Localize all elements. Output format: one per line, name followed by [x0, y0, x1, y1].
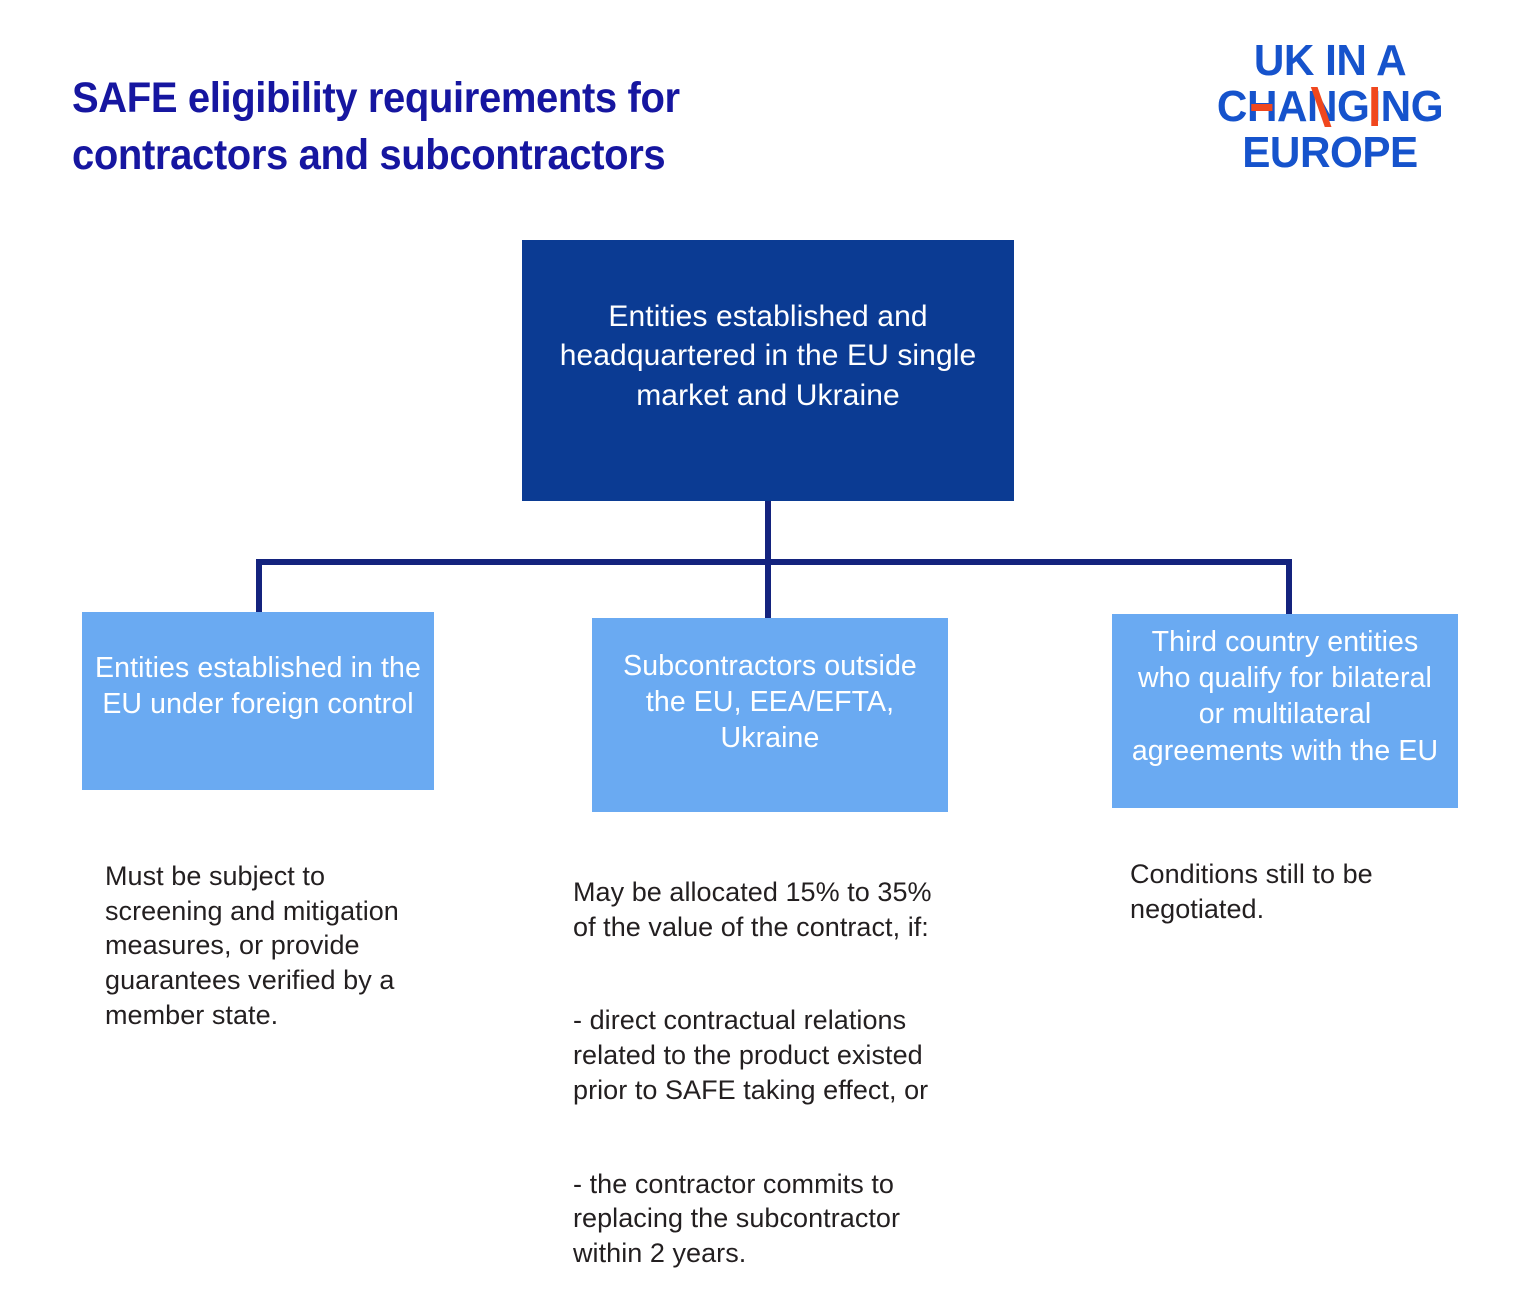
- caption-child-2: May be allocated 15% to 35% of the value…: [573, 840, 953, 1306]
- caption-paragraph: Must be subject to screening and mitigat…: [105, 860, 399, 1031]
- root-node-entities-eu-single-market-ukraine: Entities established and headquartered i…: [522, 240, 1014, 501]
- ukice-logo: UK IN A CHANGING EUROPE: [1186, 38, 1474, 175]
- logo-letter-n-accent: N: [1307, 81, 1338, 131]
- logo-letter-a: A: [1276, 81, 1308, 131]
- caption-paragraph: May be allocated 15% to 35% of the value…: [573, 876, 932, 942]
- connector-root-stem: [765, 501, 771, 563]
- caption-child-1: Must be subject to screening and mitigat…: [105, 824, 435, 1068]
- logo-line-3: EUROPE: [1242, 127, 1418, 177]
- connector-horizontal-bus: [256, 559, 1292, 565]
- logo-letters-ng: NG: [1380, 81, 1444, 131]
- child-node-subcontractors-outside-eu: Subcontractors outside the EU, EEA/EFTA,…: [592, 618, 948, 812]
- connector-drop-child-1: [256, 559, 262, 614]
- child-node-entities-foreign-control: Entities established in the EU under for…: [82, 612, 434, 790]
- child-node-third-country-entities: Third country entities who qualify for b…: [1112, 614, 1458, 808]
- logo-line-1: UK IN A: [1253, 36, 1407, 85]
- logo-line-2: CHANGING: [1186, 81, 1474, 131]
- logo-letter-i-accent: I: [1369, 81, 1381, 131]
- connector-drop-child-3: [1286, 559, 1292, 616]
- caption-child-3: Conditions still to be negotiated.: [1130, 822, 1460, 961]
- logo-letter-g: G: [1337, 81, 1370, 131]
- caption-paragraph: Conditions still to be negotiated.: [1130, 858, 1373, 924]
- logo-letter-h-accent: H: [1246, 81, 1278, 131]
- page-title: SAFE eligibility requirements for contra…: [72, 74, 680, 179]
- logo-letter-c: C: [1216, 81, 1248, 131]
- caption-paragraph: - the contractor commits to replacing th…: [573, 1168, 901, 1269]
- caption-paragraph: - direct contractual relations related t…: [573, 1005, 929, 1105]
- connector-drop-child-2: [765, 559, 771, 620]
